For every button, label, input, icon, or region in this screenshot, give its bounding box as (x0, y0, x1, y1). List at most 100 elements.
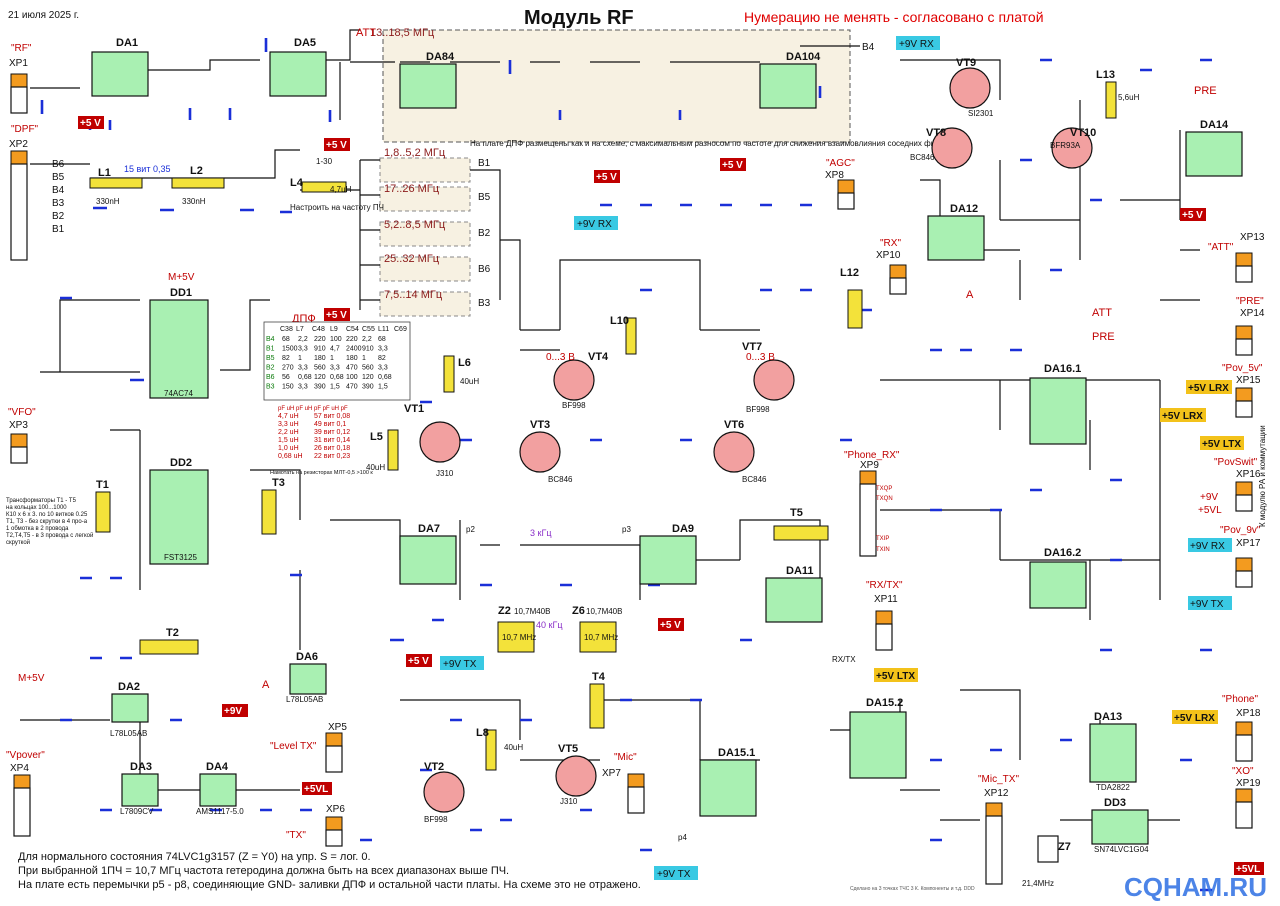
svg-text:XP5: XP5 (328, 722, 347, 733)
connector-xp9[interactable]: "Phone_RX" XP9 TXQP TXQN TXIP TXIN (844, 450, 900, 557)
table-cell: B4 (266, 336, 275, 343)
svg-text:DA16.2: DA16.2 (1044, 547, 1081, 559)
svg-text:XP3: XP3 (9, 420, 28, 431)
svg-text:L8: L8 (476, 727, 489, 739)
connector-xp5[interactable]: "Level TX" XP5 (270, 722, 347, 773)
transformer-t3: T3 (261, 477, 285, 535)
coil-row-text: 26 вит 0,18 (314, 445, 350, 452)
svg-text:TXIN: TXIN (876, 547, 890, 553)
connector-xp14[interactable]: "PRE" XP14 (1235, 296, 1265, 356)
svg-text:"Phone": "Phone" (1222, 694, 1258, 705)
svg-text:XP13: XP13 (1240, 232, 1265, 243)
connector-xp11[interactable]: "RX/TX" XP11 (866, 580, 903, 651)
svg-text:+5 V: +5 V (722, 160, 743, 171)
jumper-p2: p2 (466, 525, 475, 534)
wire-net (20, 29, 1200, 821)
connector-xp18[interactable]: "Phone" XP18 (1222, 694, 1261, 762)
svg-text:+9V: +9V (1200, 492, 1218, 503)
power-chip-ltx-2: +5V LTX (1200, 436, 1244, 450)
svg-text:XP1: XP1 (9, 58, 28, 69)
power-chip-5v-6: +5 V (324, 308, 350, 321)
svg-text:SI2301: SI2301 (968, 109, 994, 118)
table-cell: 68 (282, 336, 290, 343)
table-cell: 180 (346, 355, 358, 362)
connector-xp12[interactable]: "Mic_TX" XP12 (978, 774, 1019, 885)
table-cell: 3,3 (378, 346, 388, 353)
power-chip-9v-right: +9V+5VL (1198, 492, 1222, 516)
power-chip-5vl-2: +5VL (1234, 862, 1264, 875)
connector-xp17[interactable]: "Pov_9v" XP17 (1220, 525, 1261, 588)
svg-text:"VFO": "VFO" (8, 407, 36, 418)
svg-text:+9V RX: +9V RX (899, 39, 934, 50)
svg-text:+5V LRX: +5V LRX (1174, 713, 1215, 724)
svg-text:L78L05AB: L78L05AB (110, 729, 147, 738)
svg-text:T4: T4 (592, 671, 606, 683)
svg-text:"RX": "RX" (880, 238, 901, 249)
svg-text:"PovSwit": "PovSwit" (1214, 457, 1258, 468)
connector-xp6[interactable]: "TX" XP6 (286, 804, 345, 847)
table-cell: 68 (378, 336, 386, 343)
svg-text:40uH: 40uH (504, 743, 523, 752)
svg-text:XP6: XP6 (326, 804, 345, 815)
svg-text:Z6: Z6 (572, 605, 585, 617)
power-chip-lrx-1: +5V LRX (1186, 380, 1232, 394)
table-cell: 1 (298, 355, 302, 362)
svg-text:VT7: VT7 (742, 341, 762, 353)
svg-text:+5 V: +5 V (326, 310, 347, 321)
svg-text:T3: T3 (272, 477, 285, 489)
warning-note: Нумерацию не менять - согласовано с плат… (744, 9, 1044, 25)
table-cell: 3,3 (298, 384, 308, 391)
table-cell: 0,68 (378, 374, 392, 381)
connector-xp4[interactable]: "Vpover" XP4 (6, 750, 45, 837)
svg-text:10,7М40В: 10,7М40В (586, 607, 622, 616)
svg-text:XP14: XP14 (1240, 308, 1265, 319)
svg-text:"Vpover": "Vpover" (6, 750, 45, 761)
band-out-b1: B1 (478, 158, 491, 169)
table-cell: 560 (314, 365, 326, 372)
power-chip-9vrx-1: +9V RX (896, 36, 940, 50)
svg-text:XP12: XP12 (984, 788, 1009, 799)
table-cell: 0,68 (330, 374, 344, 381)
connector-xp3[interactable]: "VFO" XP3 (8, 407, 36, 464)
svg-text:B3: B3 (52, 198, 65, 209)
connector-xp7[interactable]: "Mic" XP7 (602, 752, 645, 814)
rx-tx-label: RX/TX (832, 655, 856, 664)
table-cell: 82 (282, 355, 290, 362)
transformer-note-line: Т2,Т4,Т5 - в 3 провода с легкой (6, 532, 93, 539)
svg-text:VT6: VT6 (724, 419, 744, 431)
table-cell: 1,5 (378, 384, 388, 391)
connector-xp13[interactable]: "ATT" XP13 (1208, 232, 1265, 283)
svg-text:C55: C55 (362, 326, 375, 333)
connector-xp2[interactable]: "DPF" XP2 B6 B5 B4 B3 B2 B1 (9, 124, 65, 261)
svg-text:B4: B4 (52, 185, 65, 196)
svg-text:DA5: DA5 (294, 37, 316, 49)
connector-xp19[interactable]: "XO" XP19 (1232, 766, 1261, 829)
connector-xp8[interactable]: "AGC" XP8 (825, 158, 855, 210)
svg-text:L6: L6 (458, 357, 471, 369)
table-cell: 120 (314, 374, 326, 381)
connector-xp10[interactable]: "RX" XP10 (876, 238, 907, 295)
svg-text:XP15: XP15 (1236, 375, 1261, 386)
table-cell: 3,3 (298, 365, 308, 372)
svg-text:L7809CV: L7809CV (120, 807, 154, 816)
svg-text:L13: L13 (1096, 69, 1115, 81)
table-cell: 1 (362, 355, 366, 362)
svg-text:VT5: VT5 (558, 743, 578, 755)
connector-xp15[interactable]: "Pov_5v" XP15 (1222, 363, 1263, 418)
svg-text:"TX": "TX" (286, 830, 306, 841)
svg-text:15 вит 0,35: 15 вит 0,35 (124, 164, 170, 174)
svg-text:BC846: BC846 (910, 153, 935, 162)
power-chip-5v-5: +5 V (1180, 208, 1206, 221)
power-chip-5v-4: +5 V (720, 158, 746, 171)
power-chip-lrx-3: +5V LRX (1172, 710, 1218, 724)
connector-xp16[interactable]: "PovSwit" XP16 (1214, 457, 1261, 512)
svg-text:+9V: +9V (224, 706, 242, 717)
svg-text:XP2: XP2 (9, 139, 28, 150)
connector-xp1[interactable]: "RF" XP1 (9, 43, 32, 114)
